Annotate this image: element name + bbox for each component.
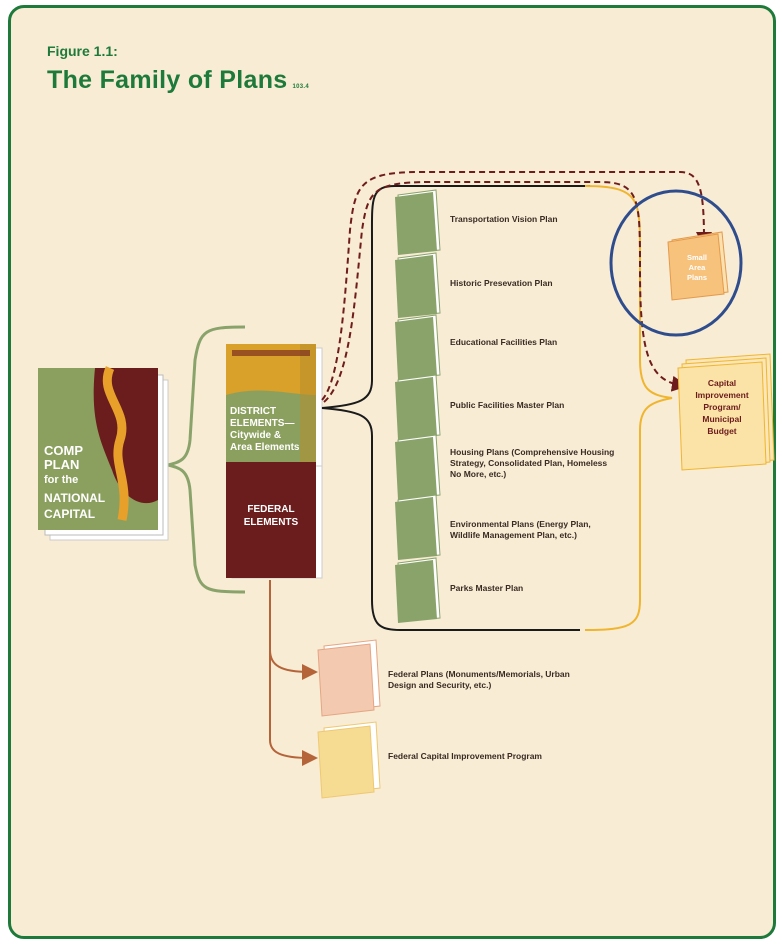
capital-line-2: Improvement: [695, 390, 749, 400]
comp-plan-line-2: PLAN: [44, 457, 79, 472]
federal-plan-icon-1: [317, 639, 381, 717]
plan-icon-5: [395, 434, 441, 500]
plan-icon-6: [395, 494, 441, 560]
small-area-line-3: Plans: [687, 273, 707, 282]
federal-plan-label-2: Federal Capital Improvement Program: [388, 751, 542, 761]
figure-ref: 103.4: [292, 84, 309, 90]
small-area-line-1: Small: [687, 253, 707, 262]
figure-title-text: The Family of Plans: [47, 66, 288, 94]
figure-label: Figure 1.1:: [47, 43, 118, 59]
capital-line-1: Capital: [708, 378, 736, 388]
plan-icon-4: [395, 374, 441, 440]
capital-line-5: Budget: [707, 426, 736, 436]
figure-title: The Family of Plans 103.4: [47, 66, 309, 95]
plan-icon-2: [395, 252, 441, 318]
district-plan-label-6: Environmental Plans (Energy Plan, Wildli…: [450, 519, 591, 540]
district-plan-label-3: Educational Facilities Plan: [450, 337, 558, 347]
federal-arrow-1: [269, 580, 318, 680]
district-elements-book: [226, 344, 323, 469]
federal-plan-icon-2: [317, 721, 381, 799]
capital-brace: [584, 185, 673, 631]
district-elements-line-2: ELEMENTS—: [230, 418, 294, 429]
district-plans-brace: [321, 185, 590, 631]
dashed-arrow-small-area: [321, 171, 712, 401]
comp-plan-book: [38, 366, 169, 541]
capital-improvement-icon: [677, 353, 775, 471]
district-plan-label-7: Parks Master Plan: [450, 583, 524, 593]
comp-plan-line-5: CAPITAL: [44, 507, 95, 521]
comp-plan-line-1: COMP: [44, 443, 83, 458]
small-area-line-2: Area: [689, 263, 707, 272]
federal-plan-label-1: Federal Plans (Monuments/Memorials, Urba…: [388, 669, 570, 690]
federal-elements-line-1: FEDERAL: [247, 504, 294, 515]
comp-plan-line-4: NATIONAL: [44, 491, 105, 505]
highlight-circle: [609, 189, 743, 337]
district-plan-label-1: Transportation Vision Plan: [450, 214, 558, 224]
federal-elements-line-2: ELEMENTS: [244, 517, 299, 528]
plan-icon-1: [395, 189, 441, 255]
plan-icon-3: [395, 314, 441, 380]
district-elements-line-1: DISTRICT: [230, 406, 276, 417]
capital-line-3: Program/: [703, 402, 741, 412]
district-elements-line-3: Citywide &: [230, 430, 281, 441]
district-plan-label-4: Public Facilities Master Plan: [450, 400, 565, 410]
district-plan-label-2: Historic Presevation Plan: [450, 278, 553, 288]
comp-plan-line-3: for the: [44, 474, 78, 486]
federal-arrow-2: [269, 650, 318, 766]
federal-elements-book: [226, 462, 323, 579]
district-plan-label-5: Housing Plans (Comprehensive Housing Str…: [450, 447, 615, 479]
plan-icon-7: [395, 557, 441, 623]
small-area-plans-icon: [667, 231, 729, 301]
capital-line-4: Municipal: [702, 414, 741, 424]
district-elements-line-4: Area Elements: [230, 442, 300, 453]
